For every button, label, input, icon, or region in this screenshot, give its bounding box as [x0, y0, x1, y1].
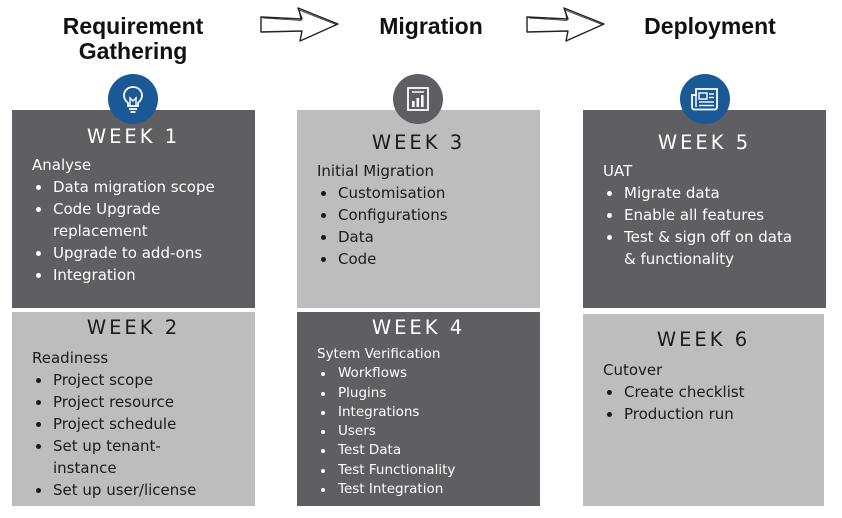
arrow-right-icon	[260, 7, 339, 42]
chart-document-icon	[407, 87, 429, 111]
week-heading: Cutover	[603, 361, 663, 379]
chart-document-icon-badge	[393, 74, 443, 124]
list-item: Upgrade to add-ons	[32, 242, 235, 264]
list-item: Project scope	[32, 369, 235, 391]
week-task-list: Customisation Configurations Data Code	[317, 182, 520, 270]
list-item: Test Integration	[317, 480, 520, 499]
week-heading: Sytem Verification	[317, 346, 441, 362]
list-item: Project schedule	[32, 413, 235, 435]
week-label: WEEK 3	[371, 131, 466, 154]
week-6-card: WEEK 6 Cutover Create checklist Producti…	[583, 314, 824, 506]
week-heading: Readiness	[32, 349, 109, 367]
lightbulb-icon	[123, 86, 143, 113]
list-item: Integrations	[317, 403, 520, 422]
week-label: WEEK 5	[657, 131, 752, 154]
list-item: Customisation	[317, 182, 520, 204]
phase-title-requirement-gathering: Requirement Gathering	[40, 14, 226, 64]
week-label: WEEK 2	[86, 316, 181, 339]
week-task-list: Migrate data Enable all features Test & …	[603, 182, 806, 270]
newspaper-icon-badge	[680, 74, 730, 124]
list-item: Plugins	[317, 384, 520, 403]
phase-title-line: Requirement	[62, 13, 204, 39]
phase-title-migration: Migration	[379, 13, 483, 39]
list-item: Configurations	[317, 204, 520, 226]
week-1-card: WEEK 1 Analyse Data migration scope Code…	[12, 110, 255, 308]
list-item: Test & sign off on data & functionality	[603, 226, 806, 270]
week-heading: Initial Migration	[317, 162, 434, 180]
week-heading: Analyse	[32, 156, 92, 174]
week-heading: UAT	[603, 162, 633, 180]
phase-title-line: Gathering	[78, 38, 188, 64]
list-item: Data	[317, 226, 520, 248]
list-item: Production run	[603, 403, 804, 425]
list-item: Integration	[32, 264, 235, 286]
newspaper-icon	[691, 88, 718, 111]
list-item: Code Upgrade replacement	[32, 198, 235, 242]
week-task-list: Create checklist Production run	[603, 381, 804, 425]
week-3-card: WEEK 3 Initial Migration Customisation C…	[297, 110, 540, 308]
list-item: Workflows	[317, 364, 520, 383]
week-label: WEEK 1	[86, 125, 181, 148]
list-item: Code	[317, 248, 520, 270]
list-item: Data migration scope	[32, 176, 235, 198]
phase-title-deployment: Deployment	[644, 13, 776, 39]
list-item: Test Functionality	[317, 461, 520, 480]
list-item: Migrate data	[603, 182, 806, 204]
list-item: Set up user/license	[32, 479, 235, 501]
week-task-list: Project scope Project resource Project s…	[32, 369, 235, 501]
list-item: Users	[317, 422, 520, 441]
list-item: Test Data	[317, 441, 520, 460]
list-item: Set up tenant-instance	[32, 435, 235, 479]
week-5-card: WEEK 5 UAT Migrate data Enable all featu…	[583, 110, 826, 308]
list-item: Enable all features	[603, 204, 806, 226]
week-task-list: Workflows Plugins Integrations Users Tes…	[317, 364, 520, 499]
week-label: WEEK 6	[656, 328, 751, 351]
week-task-list: Data migration scope Code Upgrade replac…	[32, 176, 235, 286]
list-item: Create checklist	[603, 381, 804, 403]
list-item: Project resource	[32, 391, 235, 413]
week-4-card: WEEK 4 Sytem Verification Workflows Plug…	[297, 312, 540, 506]
lightbulb-icon-badge	[108, 74, 158, 124]
week-2-card: WEEK 2 Readiness Project scope Project r…	[12, 312, 255, 506]
week-label: WEEK 4	[371, 316, 466, 339]
arrow-right-icon	[526, 7, 605, 42]
